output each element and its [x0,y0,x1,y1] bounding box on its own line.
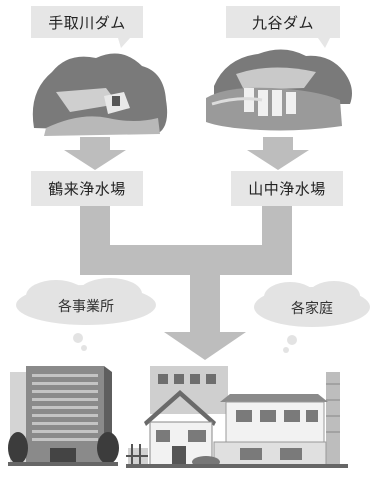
tedori-dam-illustration [32,53,168,136]
dam-label-tedori: 手取川ダム [31,6,143,38]
arrow-right-down [247,137,309,170]
dam-label-tail-left [118,38,130,48]
plant-label-tsurugi: 鶴来浄水場 [31,171,143,206]
cloud-offices [16,278,156,351]
destination-label-offices: 各事業所 [58,299,114,315]
merge-flow-arrow [80,206,292,360]
kutani-dam-illustration [206,49,352,131]
dam-label-kutani: 九谷ダム [226,6,340,38]
dam-label-tail-right [318,38,330,48]
arrow-left-down [64,137,126,170]
office-building-illustration [8,366,119,466]
plant-label-yamanaka: 山中浄水場 [231,171,343,206]
houses-illustration [126,366,348,468]
destination-label-homes: 各家庭 [291,301,333,317]
cloud-homes [254,281,370,353]
